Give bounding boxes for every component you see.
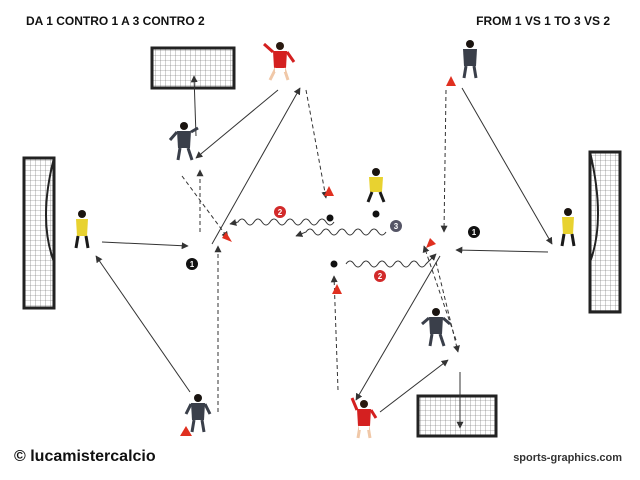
title-italian: DA 1 CONTRO 1 A 3 CONTRO 2 [26, 14, 205, 28]
player-dark-top-left [168, 122, 199, 161]
dribble-right [345, 253, 437, 268]
title-english: FROM 1 VS 1 TO 3 VS 2 [476, 14, 610, 28]
dash-right-dark-up [422, 245, 457, 341]
dash-top-center-down [305, 89, 329, 199]
dash-top-right-down [440, 89, 448, 233]
dashed-arrows [181, 89, 460, 412]
dribble-lines [230, 219, 437, 268]
player-red-bottom [350, 397, 378, 439]
ball [329, 259, 339, 269]
dash-right-goal-down [435, 261, 460, 353]
goal-top-left [150, 46, 236, 90]
marker-1-right: 1 [468, 226, 480, 238]
player-dark-bottom-left [184, 394, 212, 433]
player-dark-top-right [462, 40, 478, 79]
ball [325, 213, 335, 223]
marker-label: 3 [394, 222, 399, 231]
keeper-right [560, 208, 576, 247]
goal-left [22, 156, 56, 310]
arrow-keeper-left-pass [101, 241, 189, 250]
arrow-bottom-left-run [95, 255, 191, 393]
credit-lucamistercalcio: © lucamistercalcio [14, 448, 156, 465]
cone-top-right [446, 76, 456, 86]
marker-label: 1 [472, 228, 477, 237]
player-yellow-center [366, 168, 386, 203]
dribble-left [230, 219, 335, 225]
arrow-diagonal-down [355, 255, 441, 401]
credit-sports-graphics: sports-graphics.com [513, 452, 622, 464]
players [74, 40, 576, 439]
cone-center-right [426, 238, 436, 248]
arrow-keeper-right-pass [455, 246, 549, 254]
balls [325, 209, 381, 269]
keeper-left [74, 210, 90, 249]
marker-2-right: 2 [374, 270, 386, 282]
dribble-center [295, 228, 387, 237]
solid-arrows [95, 75, 553, 429]
cones [180, 76, 456, 436]
cone-center-top [324, 186, 334, 196]
marker-label: 2 [278, 208, 283, 217]
marker-3: 3 [390, 220, 402, 232]
marker-label: 2 [378, 272, 383, 281]
player-dark-bottom-right [421, 308, 451, 347]
goal-bottom-right [416, 394, 498, 438]
cone-center-left [222, 232, 232, 242]
number-markers: 1 1 2 2 3 [186, 206, 480, 282]
arrow-red-to-dark [195, 89, 279, 159]
marker-1-left: 1 [186, 258, 198, 270]
player-red-top [263, 42, 296, 81]
arrow-red-to-dark-right [379, 359, 449, 413]
ball [371, 209, 381, 219]
arrow-top-right-run [461, 87, 553, 245]
marker-2-left: 2 [274, 206, 286, 218]
cone-bottom-left [180, 426, 192, 436]
dash-left-dark-down [181, 175, 229, 239]
dash-bottom-center-up [330, 275, 339, 391]
marker-label: 1 [190, 260, 195, 269]
arrow-to-goal-top [190, 75, 198, 137]
goal-right [588, 150, 622, 314]
cone-center-bottom [332, 284, 342, 294]
